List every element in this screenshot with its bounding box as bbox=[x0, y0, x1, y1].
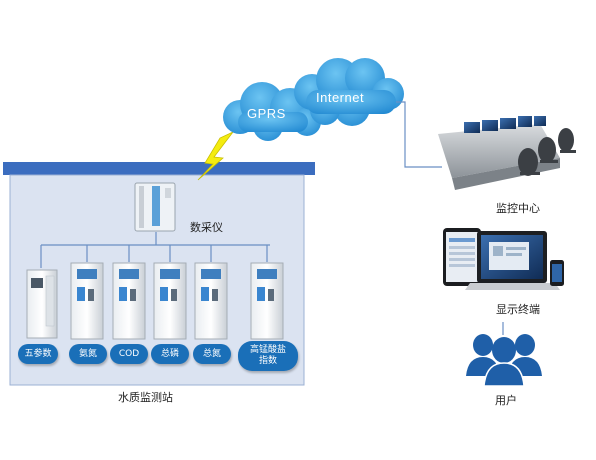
analyzer-pill-6: 高锰酸盐 指数 bbox=[238, 341, 298, 371]
collector-label: 数采仪 bbox=[190, 221, 223, 234]
analyzer-pill-4: 总磷 bbox=[151, 344, 189, 364]
monitor-center-label: 监控中心 bbox=[496, 202, 540, 215]
internet-label: Internet bbox=[316, 90, 365, 105]
analyzer-cabinet-1 bbox=[26, 269, 58, 339]
station-roof bbox=[3, 162, 315, 175]
analyzer-pill-5: 总氮 bbox=[193, 344, 231, 364]
analyzer-cabinet-2 bbox=[70, 262, 104, 340]
analyzer-cabinet-5 bbox=[194, 262, 228, 340]
collector-bus-lines bbox=[40, 232, 270, 268]
analyzer-cabinet-4 bbox=[153, 262, 187, 340]
users-group-icon bbox=[466, 334, 542, 387]
analyzer-pill-3: COD bbox=[110, 344, 148, 364]
station-title: 水质监测站 bbox=[118, 391, 173, 404]
analyzer-pill-1: 五参数 bbox=[18, 344, 58, 364]
lightning-bolt-icon bbox=[197, 131, 234, 181]
internet-cloud bbox=[294, 58, 404, 126]
analyzer-cabinet-3 bbox=[112, 262, 146, 340]
analyzer-cabinet-6 bbox=[250, 262, 284, 340]
cloud-to-center-link bbox=[396, 101, 442, 168]
user-label: 用户 bbox=[495, 394, 517, 407]
data-collector-device bbox=[134, 182, 176, 232]
monitoring-center-image bbox=[438, 116, 576, 190]
analyzer-pill-2: 氨氮 bbox=[69, 344, 107, 364]
display-terminals-image bbox=[443, 228, 564, 290]
gprs-label: GPRS bbox=[247, 106, 286, 121]
display-terminal-label: 显示终端 bbox=[496, 303, 540, 316]
